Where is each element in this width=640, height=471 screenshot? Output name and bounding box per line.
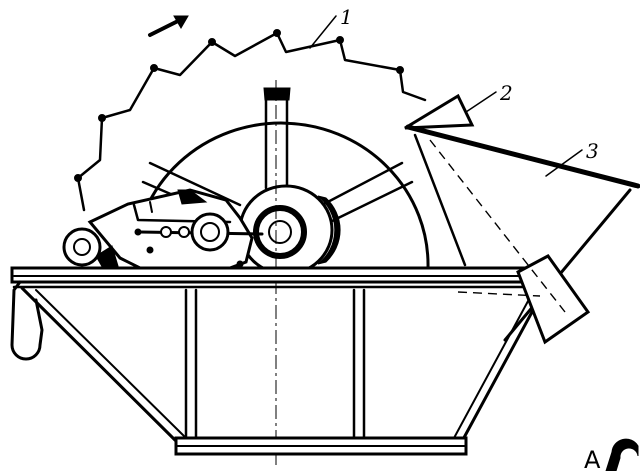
- water-level-line: [429, 139, 566, 313]
- hub: [238, 184, 341, 276]
- lifting-hook: [10, 280, 44, 361]
- label-wheel: 1: [340, 5, 353, 29]
- drive-gearbox: [87, 188, 264, 271]
- discharge-chute: [404, 93, 640, 345]
- tank-body: [20, 286, 547, 456]
- label-chute: 2: [499, 81, 513, 105]
- motor-pulley: [62, 227, 102, 267]
- bucket-rim: [76, 31, 427, 212]
- rotation-arrow-icon: [148, 15, 189, 37]
- bucket-dots: [74, 29, 404, 182]
- label-trough-plate: 3: [586, 139, 599, 163]
- frame-rail: [10, 266, 544, 289]
- wheel-disc: [132, 121, 430, 270]
- overflow-line: [457, 291, 541, 297]
- leader-lines: [309, 15, 583, 177]
- view-arrow-icon: [605, 438, 639, 471]
- label-view-mark: A: [584, 446, 601, 471]
- wheel-spokes: [141, 87, 414, 224]
